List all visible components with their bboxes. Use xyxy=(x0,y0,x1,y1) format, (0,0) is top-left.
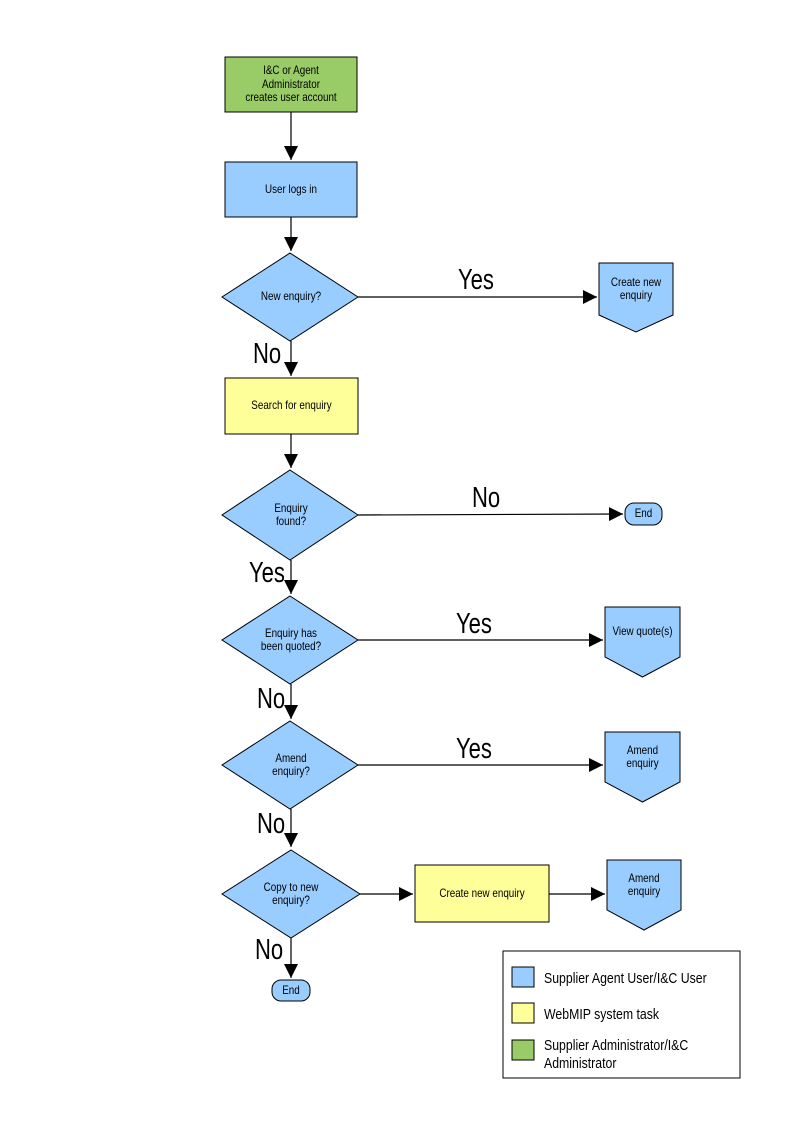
process-user-logs-in xyxy=(224,161,358,218)
legend-swatch-admin xyxy=(511,1039,535,1061)
legend-swatch-user xyxy=(511,966,535,988)
process-search-for-enquiry xyxy=(224,377,359,435)
decision-copy-to-new-enquiry xyxy=(221,849,361,939)
terminator-end-1 xyxy=(624,502,663,526)
legend-label-system: WebMIP system task xyxy=(544,1006,660,1023)
edge-label-new-enquiry-no: No xyxy=(253,338,282,370)
legend-box xyxy=(502,950,741,1079)
decision-amend-enquiry xyxy=(221,720,359,810)
process-create-new-enquiry-2 xyxy=(414,864,550,923)
legend-label-user: Supplier Agent User/I&C User xyxy=(544,970,707,987)
legend-label-admin: Supplier Administrator/I&C Administrator xyxy=(544,1037,689,1072)
connector-view-quotes xyxy=(604,606,681,678)
connector-amend-enquiry xyxy=(604,731,681,803)
decision-enquiry-quoted xyxy=(221,595,359,685)
edge-label-enquiry-found-no: No xyxy=(472,482,501,514)
edge-label-amend-no: No xyxy=(257,808,286,840)
edge-label-amend-yes: Yes xyxy=(456,733,492,765)
edge-label-copy-no: No xyxy=(255,934,284,966)
process-admin-creates-account xyxy=(224,56,358,113)
decision-enquiry-found xyxy=(221,469,359,561)
edge-label-quoted-no: No xyxy=(257,683,286,715)
legend-swatch-system xyxy=(511,1002,535,1024)
edge-label-quoted-yes: Yes xyxy=(456,608,492,640)
edge-label-new-enquiry-yes: Yes xyxy=(458,264,494,296)
edge-label-enquiry-found-yes: Yes xyxy=(249,557,285,589)
connector-amend-enquiry-2 xyxy=(606,859,682,931)
decision-new-enquiry xyxy=(221,252,359,342)
connector-create-new-enquiry xyxy=(598,262,674,333)
terminator-end-2 xyxy=(271,979,311,1002)
arrow-found-no-to-end xyxy=(357,507,624,522)
